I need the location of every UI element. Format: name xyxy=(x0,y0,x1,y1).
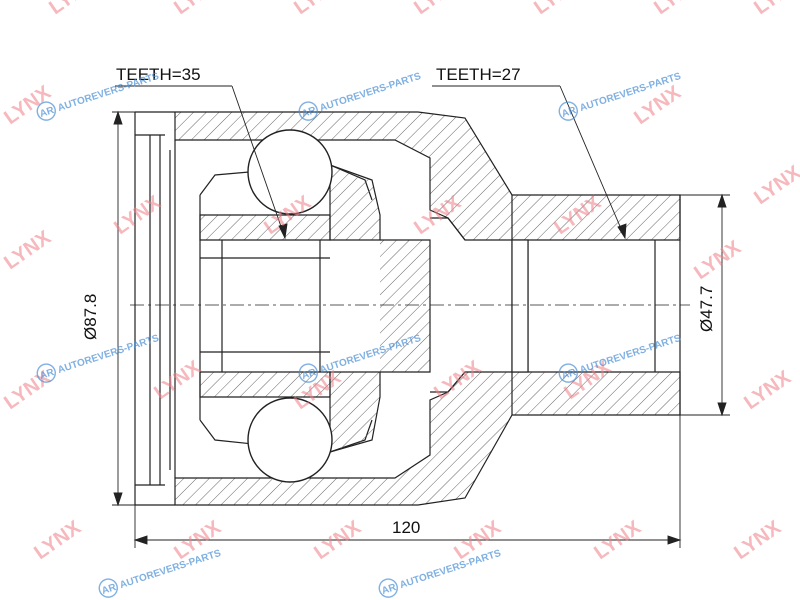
ar-badge-text: AR xyxy=(300,105,318,120)
lynx-watermark: LYNX xyxy=(30,516,85,564)
ar-badge-icon xyxy=(298,101,318,121)
dim-outer-diameter-label: Ø87.8 xyxy=(81,294,100,340)
ar-badge-icon xyxy=(298,363,318,383)
ar-badge-text: AR xyxy=(38,367,56,382)
autorevers-text: AUTOREVERS-PARTS xyxy=(578,333,682,376)
shaft-groove xyxy=(511,239,529,373)
lynx-watermark: LYNX xyxy=(150,356,205,404)
ar-badge-text: AR xyxy=(300,367,318,382)
inner-race-body-upper xyxy=(329,164,381,241)
ar-badge-icon xyxy=(558,101,578,121)
lynx-watermark: LYNX xyxy=(410,0,465,19)
ar-badge-icon xyxy=(36,363,56,383)
lynx-watermark: LYNX xyxy=(45,0,100,19)
autorevers-text: AUTOREVERS-PARTS xyxy=(118,548,222,591)
inner-race xyxy=(199,164,466,453)
housing-bore xyxy=(174,140,373,478)
inner-race-body-lower xyxy=(329,371,381,453)
lynx-watermark: LYNX xyxy=(730,516,785,564)
dim-shaft-diameter xyxy=(680,193,730,417)
ar-badge-text: AR xyxy=(100,582,118,597)
lynx-watermark: LYNX xyxy=(740,366,795,414)
ar-badge-text: AR xyxy=(380,582,398,597)
ball-lower xyxy=(247,397,333,483)
autorevers-text: AUTOREVERS-PARTS xyxy=(56,71,160,114)
lynx-watermark: LYNX xyxy=(0,226,55,274)
lynx-watermark: LYNX xyxy=(530,0,585,19)
autorevers-text: AUTOREVERS-PARTS xyxy=(398,548,502,591)
dim-length xyxy=(133,415,682,548)
teeth-leaders xyxy=(115,85,627,240)
autorevers-text: AUTOREVERS-PARTS xyxy=(318,71,422,114)
dim-shaft-diameter-label: Ø47.7 xyxy=(697,286,716,332)
teeth-right-label: TEETH=27 xyxy=(436,65,521,84)
lynx-watermark: LYNX xyxy=(750,161,800,209)
lynx-watermark: LYNX xyxy=(650,0,705,19)
lynx-watermark: LYNX xyxy=(170,0,225,19)
ar-badge-icon xyxy=(98,578,118,598)
lynx-watermark: LYNX xyxy=(690,236,745,284)
dim-length-label: 120 xyxy=(392,518,420,537)
lynx-watermark: LYNX xyxy=(290,0,345,19)
teeth-left-label: TEETH=35 xyxy=(116,65,201,84)
ar-badge-text: AR xyxy=(560,105,578,120)
lynx-watermark: LYNX xyxy=(750,0,800,19)
housing-flange xyxy=(134,112,171,505)
dim-outer-diameter xyxy=(112,110,135,507)
ar-badge-text: AR xyxy=(560,367,578,382)
lynx-watermark: LYNX xyxy=(110,191,165,239)
lynx-watermark: LYNX xyxy=(0,81,55,129)
ar-badge-text: AR xyxy=(38,105,56,120)
ar-badge-icon xyxy=(558,363,578,383)
ar-badge-icon xyxy=(378,578,398,598)
autorevers-text: AUTOREVERS-PARTS xyxy=(56,333,160,376)
ar-badge-icon xyxy=(36,101,56,121)
